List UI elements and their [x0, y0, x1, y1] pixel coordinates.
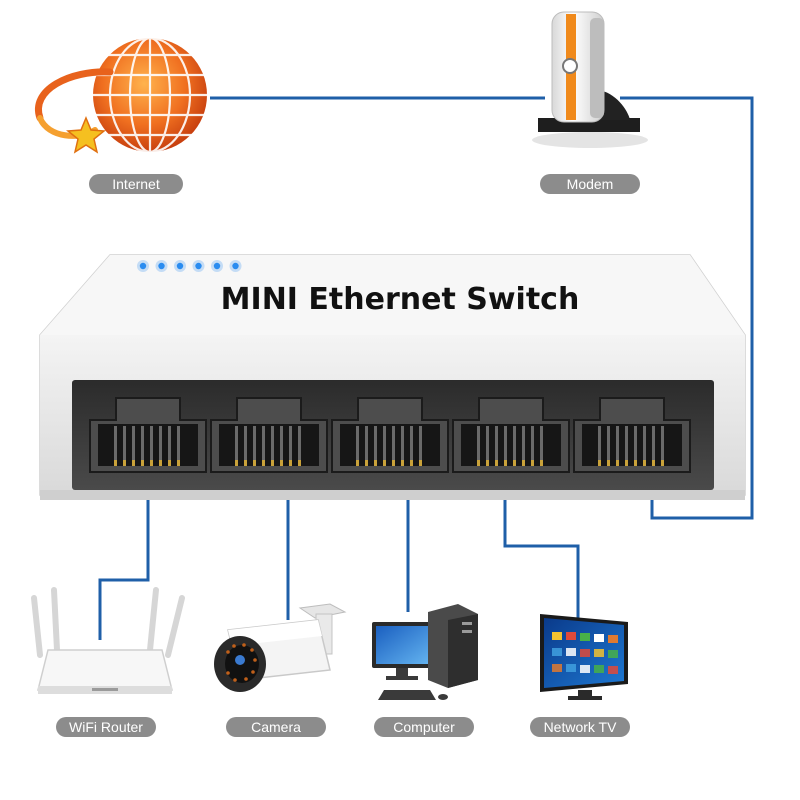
status-led-glow	[229, 260, 242, 272]
modem-icon	[532, 11, 648, 148]
rj45-port[interactable]	[573, 397, 691, 473]
status-led	[176, 262, 184, 270]
status-led-glow	[211, 260, 223, 272]
status-led	[195, 262, 202, 270]
rj45-port[interactable]	[210, 397, 328, 473]
status-led-glow	[192, 260, 205, 272]
rj45-port[interactable]	[452, 397, 570, 473]
cable-switch-tv	[503, 455, 580, 618]
cable-switch-router	[98, 455, 150, 640]
wifi-router-label: WiFi Router	[56, 717, 156, 737]
network-tv-label: Network TV	[530, 717, 630, 737]
router-icon	[31, 587, 185, 694]
ethernet-ports	[89, 397, 691, 473]
status-led	[213, 262, 221, 270]
status-leds	[137, 260, 242, 272]
camera-icon	[214, 603, 347, 692]
modem-label: Modem	[540, 174, 640, 194]
status-led-glow	[155, 260, 168, 272]
status-led	[232, 262, 239, 270]
rj45-port[interactable]	[89, 397, 207, 473]
globe-icon	[34, 36, 207, 154]
rj45-port[interactable]	[331, 397, 449, 473]
status-led	[139, 262, 147, 270]
camera-label: Camera	[226, 717, 326, 737]
device-title: MINI Ethernet Switch	[220, 282, 580, 317]
computer-label: Computer	[374, 717, 474, 737]
status-led-glow	[137, 260, 149, 272]
computer-icon	[372, 604, 478, 700]
status-led	[158, 262, 165, 270]
status-led-glow	[174, 260, 186, 272]
tv-icon	[540, 614, 628, 700]
internet-label: Internet	[89, 174, 183, 194]
